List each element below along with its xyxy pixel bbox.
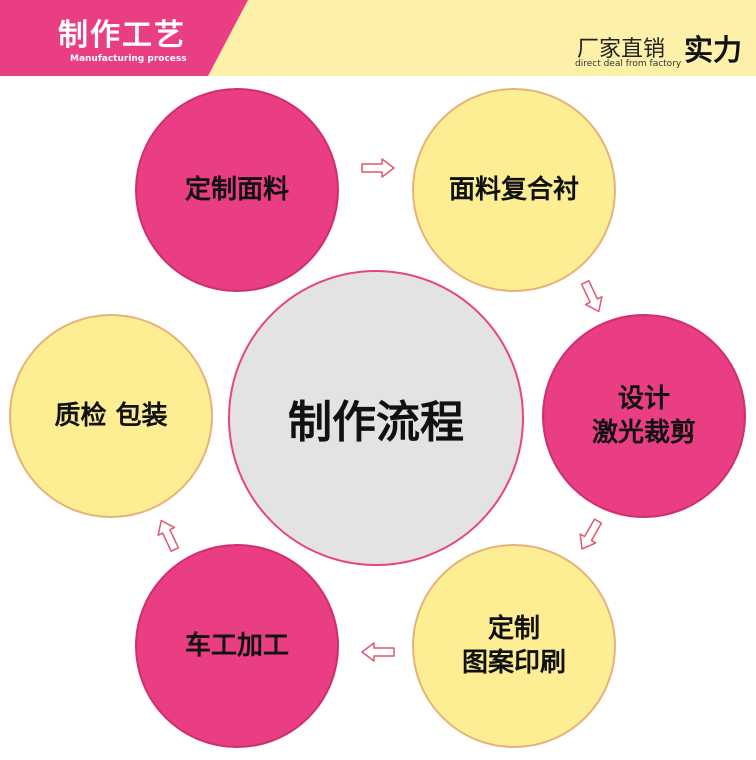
step-4-label-line1: 定制 [487, 614, 540, 644]
arrow-down-left-icon [573, 515, 607, 555]
arrow-up-icon [152, 515, 184, 555]
step-4-circle: 定制 图案印刷 [412, 544, 616, 748]
step-3-label-line1: 设计 [617, 384, 670, 414]
step-2-circle: 面料复合衬 [412, 88, 616, 292]
arrow-right-icon [361, 158, 395, 178]
step-3-label-line2: 激光裁剪 [591, 418, 696, 448]
arrow-down-icon [576, 277, 608, 317]
arrow-left-icon [361, 642, 395, 662]
section-subtitle: Manufacturing process [70, 54, 187, 64]
step-1-label: 定制面料 [184, 175, 289, 205]
step-3-circle: 设计 激光裁剪 [542, 314, 746, 518]
step-5-label: 车工加工 [184, 631, 289, 661]
step-2-label: 面料复合衬 [448, 175, 579, 205]
header-banner: 制作工艺 Manufacturing process 厂家直销 实力 direc… [0, 0, 756, 76]
slogan-subtitle: direct deal from factory [575, 59, 682, 69]
step-6-circle: 质检 包装 [9, 314, 213, 518]
section-title: 制作工艺 [58, 18, 186, 53]
section-tag [0, 0, 248, 76]
step-1-circle: 定制面料 [135, 88, 339, 292]
step-5-circle: 车工加工 [135, 544, 339, 748]
slogan-main: 厂家直销 [577, 37, 666, 62]
step-4-label-line2: 图案印刷 [461, 648, 566, 678]
center-circle: 制作流程 [228, 270, 524, 566]
center-label: 制作流程 [288, 397, 464, 448]
slogan-strong: 实力 [684, 33, 743, 67]
step-6-label: 质检 包装 [54, 401, 168, 431]
